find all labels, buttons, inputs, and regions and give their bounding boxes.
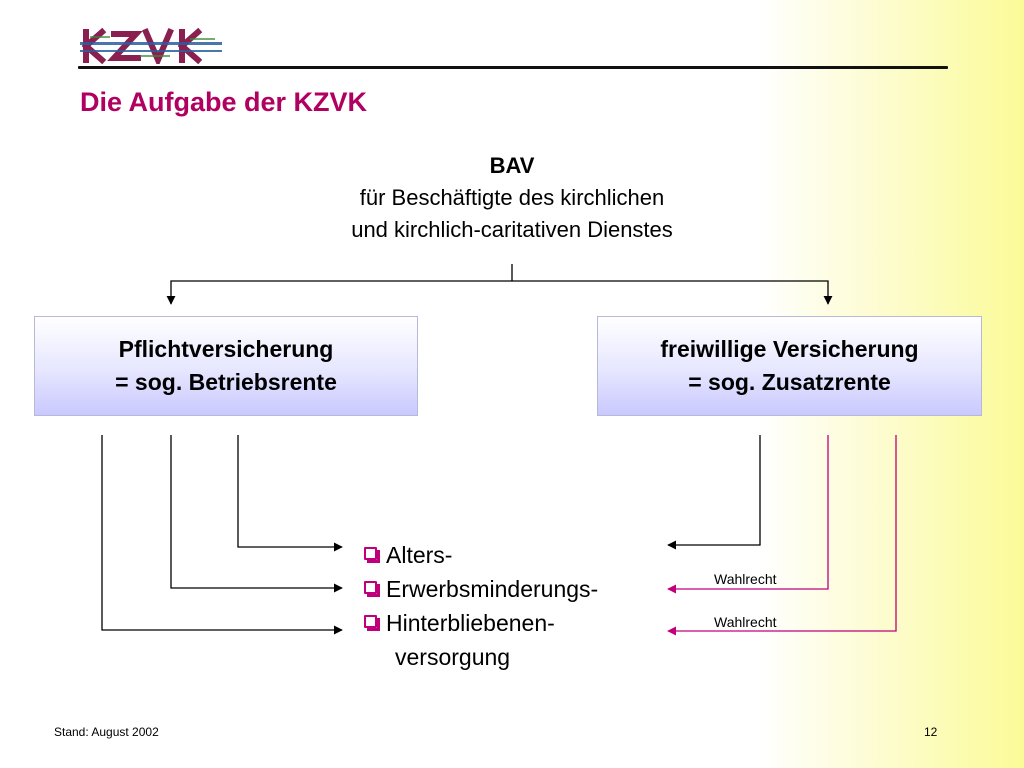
choice-label-hinterbliebene: Wahlrecht (714, 614, 777, 630)
voluntary-choice-erwerbsminderung (667, 435, 829, 594)
kzvk-logo (80, 28, 222, 64)
bav-subtitle-line-1: für Beschäftigte des kirchlichen (359, 185, 665, 210)
list-item: Erwerbsminderungs- (362, 572, 598, 606)
bav-root-node: BAV für Beschäftigte des kirchlichen und… (262, 150, 762, 246)
mandatory-insurance-line-2: = sog. Betriebsrente (115, 369, 337, 395)
voluntary-insurance-line-1: freiwillige Versicherung (660, 336, 919, 362)
mandatory-insurance-line-1: Pflichtversicherung (118, 336, 334, 362)
footer-date: Stand: August 2002 (54, 725, 159, 739)
choice-label-erwerbsminderung: Wahlrecht (714, 571, 777, 587)
voluntary-insurance-line-2: = sog. Zusatzrente (688, 369, 891, 395)
list-item-continuation: versorgung (362, 640, 598, 674)
list-item: Hinterbliebenen- (362, 606, 598, 640)
voluntary-to-alters (667, 435, 761, 550)
checkbox-bullet-icon (364, 615, 380, 631)
mandatory-to-hinterbliebene (101, 435, 343, 635)
mandatory-to-alters (237, 435, 343, 552)
branch-to-voluntary (512, 280, 833, 305)
bav-subtitle-line-2: und kirchlich-caritativen Dienstes (351, 217, 673, 242)
benefit-hinterbliebene: Hinterbliebenen- (386, 610, 555, 636)
voluntary-choice-hinterbliebene (667, 435, 897, 636)
mandatory-insurance-box: Pflichtversicherung = sog. Betriebsrente (34, 316, 418, 416)
bav-title: BAV (489, 153, 535, 178)
benefit-versorgung: versorgung (395, 644, 511, 670)
checkbox-bullet-icon (364, 547, 380, 563)
benefit-alters: Alters- (386, 542, 453, 568)
benefit-list: Alters- Erwerbsminderungs- Hinterblieben… (362, 538, 598, 674)
branch-to-mandatory (166, 280, 512, 305)
checkbox-bullet-icon (364, 581, 380, 597)
mandatory-to-erwerbsminderung (170, 435, 343, 593)
benefit-erwerbsminderung: Erwerbsminderungs- (386, 576, 599, 602)
page-title: Die Aufgabe der KZVK (80, 87, 368, 117)
voluntary-insurance-box: freiwillige Versicherung = sog. Zusatzre… (597, 316, 982, 416)
header-rule (78, 66, 948, 69)
page-number: 12 (924, 725, 938, 739)
list-item: Alters- (362, 538, 598, 572)
